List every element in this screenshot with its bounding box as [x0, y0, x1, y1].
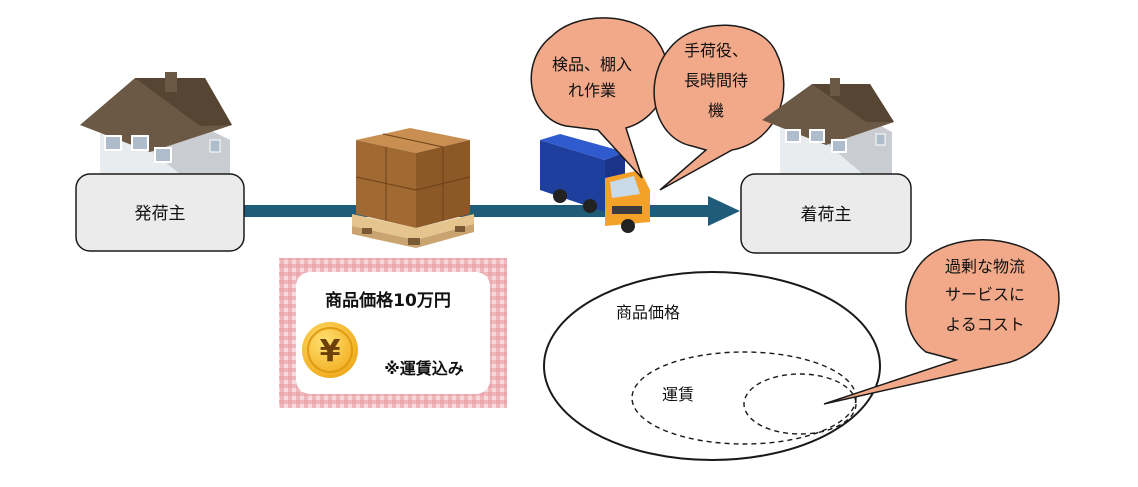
shipper-label: 発荷主: [135, 204, 186, 224]
product-price-ellipse: [543, 271, 881, 461]
handling-line-2: 長時間待: [684, 71, 748, 90]
shipper-house-icon: [80, 72, 232, 190]
callout-excess-service: 過剰な物流 サービスに よるコスト: [823, 239, 1060, 405]
excess-line-2: サービスに: [945, 285, 1025, 304]
inspection-line-2: れ作業: [568, 81, 616, 100]
handling-line-3: 機: [708, 101, 724, 120]
cost-composition-diagram: 商品価格 運賃: [543, 271, 881, 461]
freight-ellipse: [631, 351, 857, 445]
inspection-line-1: 検品、棚入: [552, 55, 632, 74]
flow-arrow: [244, 196, 740, 226]
handling-line-1: 手荷役、: [684, 41, 748, 60]
truck-icon: [540, 134, 650, 233]
callout-manual-handling: 手荷役、 長時間待 機: [653, 24, 785, 191]
excess-service-ellipse: [743, 373, 857, 435]
consignee-box: 着荷主: [740, 173, 912, 254]
excess-line-1: 過剰な物流: [945, 257, 1025, 276]
freight-label: 運賃: [662, 385, 694, 404]
freight-included-note: ※運賃込み: [384, 359, 464, 378]
excess-line-3: よるコスト: [945, 315, 1025, 334]
shipper-box: 発荷主: [75, 173, 245, 252]
price-card: 商品価格10万円 ¥ ※運賃込み: [279, 258, 507, 408]
product-price-label: 商品価格: [616, 303, 680, 322]
yen-coin-icon: ¥: [302, 322, 358, 378]
callout-inspection-work: 検品、棚入 れ作業: [530, 17, 669, 179]
yen-symbol: ¥: [320, 334, 341, 369]
consignee-house-icon: [762, 78, 894, 180]
pallet-cargo-icon: [352, 128, 474, 248]
consignee-label: 着荷主: [801, 205, 852, 225]
price-text: 商品価格10万円: [325, 290, 451, 311]
